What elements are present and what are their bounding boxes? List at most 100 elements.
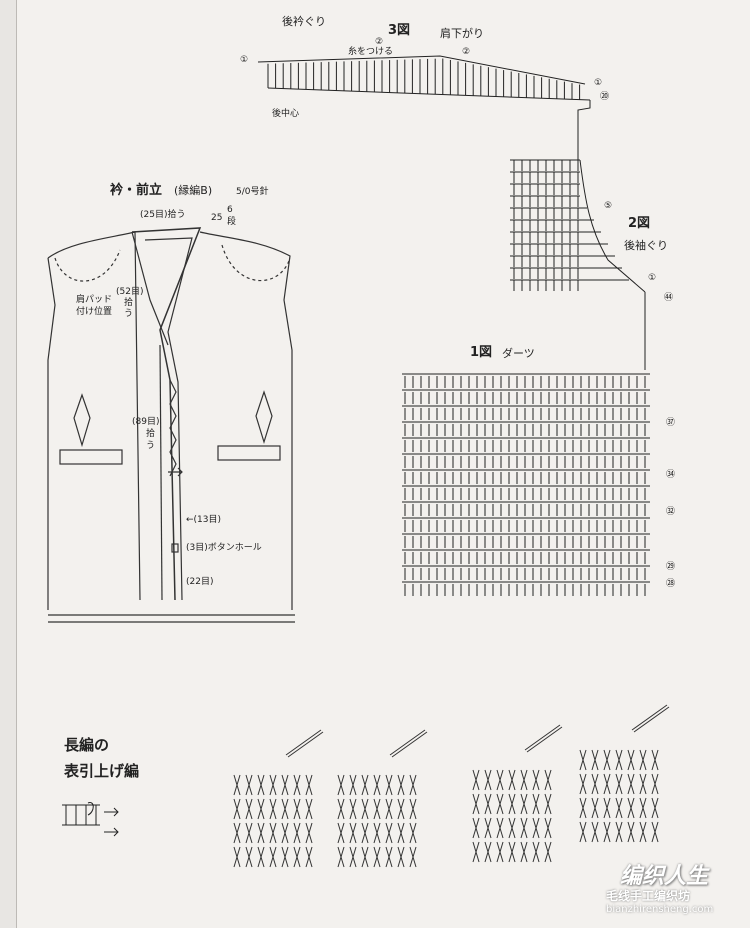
illus-stitch <box>349 822 357 844</box>
illus-stitch <box>337 774 345 796</box>
illus-stitch <box>305 774 313 796</box>
fig2-chart <box>510 159 646 370</box>
illus-stitch <box>269 798 277 820</box>
fig1-stitches <box>402 373 650 596</box>
illus-hook <box>526 726 563 753</box>
illus-stitch <box>385 798 393 820</box>
collar-band-left <box>131 231 169 346</box>
illus-stitch <box>281 798 289 820</box>
collar-hook: 5/0号針 <box>236 187 269 197</box>
illus-stitch <box>651 821 659 843</box>
row-5: ⑤ <box>604 201 613 211</box>
illus-stitch <box>472 841 480 863</box>
illus-stitch <box>579 821 587 843</box>
label-attach-yarn: 糸をつける <box>348 47 394 57</box>
illus-stitch <box>639 749 647 771</box>
button-marks <box>169 379 177 477</box>
illus-stitch <box>544 841 552 863</box>
row-34: ㉞ <box>666 470 676 480</box>
illus-stitch <box>627 773 635 795</box>
illus-stitch <box>349 798 357 820</box>
row-1-top: ① <box>240 55 249 65</box>
illus-stitch <box>385 846 393 868</box>
row-32: ㉜ <box>666 507 676 517</box>
illus-stitch <box>337 822 345 844</box>
fig2-stitches <box>510 159 629 291</box>
row-1-right: ① <box>594 78 603 88</box>
vest-left-armhole <box>54 249 121 282</box>
illus-stitch <box>385 774 393 796</box>
illus-stitch <box>532 793 540 815</box>
illus-stitch <box>305 846 313 868</box>
illus-stitch <box>373 822 381 844</box>
illus-stitch <box>269 846 277 868</box>
illus-stitch <box>508 817 516 839</box>
illus-stitch <box>603 797 611 819</box>
illus-stitch <box>496 793 504 815</box>
illus-stitch <box>496 841 504 863</box>
illus-stitch <box>615 797 623 819</box>
illus-stitch <box>651 797 659 819</box>
illus-stitch <box>293 798 301 820</box>
illus-stitch <box>293 822 301 844</box>
right-pocket <box>217 445 281 461</box>
illus-stitch <box>496 817 504 839</box>
illus-stitch <box>269 774 277 796</box>
illus-hook <box>389 729 426 756</box>
illus-stitch <box>409 846 417 868</box>
illus-stitch <box>639 821 647 843</box>
vest-left-edge <box>47 257 56 610</box>
illus-stitch <box>409 798 417 820</box>
collar-fraction-num: 6 <box>227 205 233 215</box>
illus-stitch <box>409 822 417 844</box>
illus-stitch <box>520 793 528 815</box>
illus-stitch <box>472 769 480 791</box>
illus-stitch <box>245 774 253 796</box>
illus-stitch <box>233 822 241 844</box>
row-29: ㉙ <box>666 562 676 572</box>
row-1-fig2: ① <box>648 273 657 283</box>
illus-stitch <box>603 773 611 795</box>
illus-stitch <box>544 793 552 815</box>
buttonhole-label: (3目)ボタンホール <box>186 543 262 553</box>
row-2a: ② <box>375 37 384 47</box>
illus-stitch <box>349 774 357 796</box>
fig3-connector <box>577 100 591 160</box>
illus-stitch <box>579 773 587 795</box>
illus-stitch <box>472 817 480 839</box>
st-13: ←(13目) <box>186 515 222 525</box>
vest-right-side <box>199 231 293 610</box>
label-back-center: 後中心 <box>272 109 300 119</box>
illus-stitch <box>281 774 289 796</box>
illus-stitch <box>615 773 623 795</box>
row-37: ㊲ <box>666 418 676 428</box>
pad-position-label: 付け位置 <box>76 307 113 317</box>
illus-hook <box>524 724 561 751</box>
technique-illustrations <box>233 704 670 868</box>
left-dart <box>73 393 91 448</box>
illus-stitch <box>591 797 599 819</box>
collar-fraction-den: 段 <box>227 217 237 227</box>
illus-stitch <box>233 798 241 820</box>
row-20: ⑳ <box>600 92 610 102</box>
illus-stitch <box>257 822 265 844</box>
pick-89c: う <box>146 441 156 451</box>
collar-pick-25: (25目)拾う <box>140 210 186 220</box>
illus-stitch <box>520 817 528 839</box>
illus-stitch <box>651 749 659 771</box>
illus-stitch <box>397 822 405 844</box>
illus-stitch <box>397 798 405 820</box>
label-shoulder-slope: 肩下がり <box>440 27 484 40</box>
illus-stitch <box>603 749 611 771</box>
illus-stitch <box>293 774 301 796</box>
buttonhole-mark <box>171 543 179 553</box>
buttonhole-arrow <box>168 467 183 477</box>
label-darts: ダーツ <box>502 347 535 360</box>
illus-stitch <box>257 846 265 868</box>
illus-stitch <box>373 774 381 796</box>
illus-hook <box>633 706 670 733</box>
illus-stitch <box>532 841 540 863</box>
illus-stitch <box>484 841 492 863</box>
illus-stitch <box>508 769 516 791</box>
illus-stitch <box>245 846 253 868</box>
